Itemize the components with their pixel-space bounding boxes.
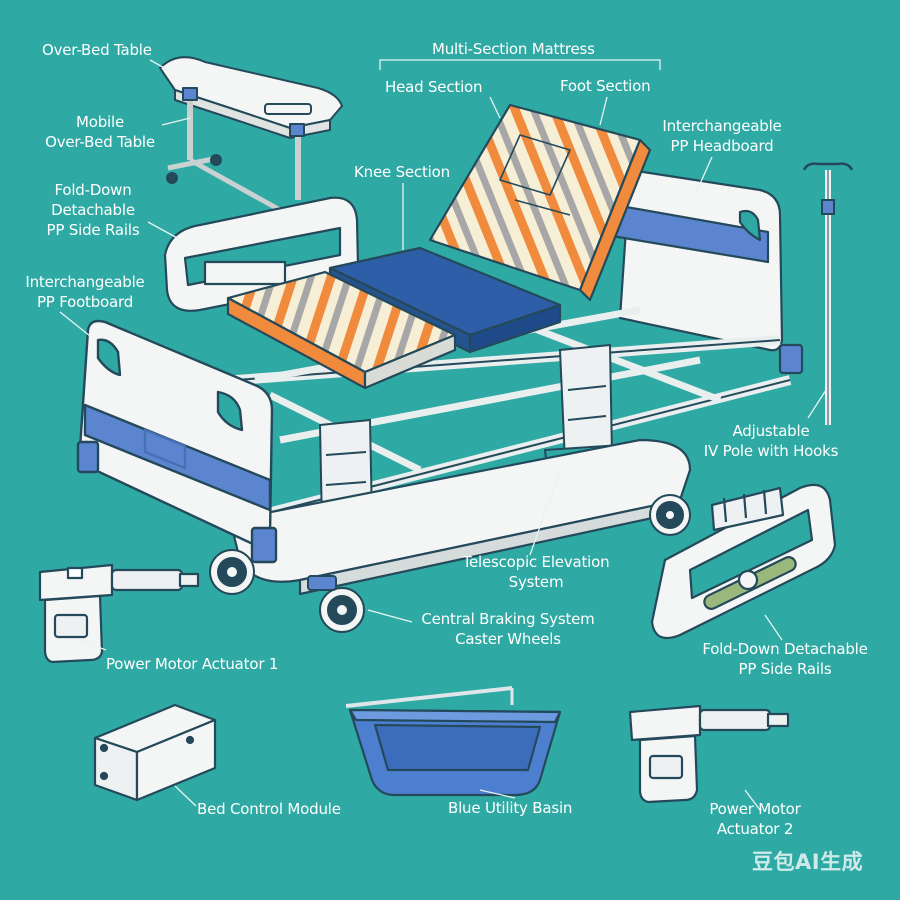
label-motor-actuator-1: Power Motor Actuator 1 — [106, 655, 279, 673]
label-fold-down-side-rails-left: Fold-Down Detachable PP Side Rails — [34, 180, 152, 240]
motor-actuator-1-icon — [38, 563, 200, 664]
mattress-head-section-icon — [428, 103, 652, 302]
label-line: Telescopic Elevation — [462, 553, 610, 571]
label-knee-section: Knee Section — [354, 163, 450, 181]
label-line: PP Side Rails — [738, 660, 832, 678]
leader-lines — [59, 59, 827, 811]
iv-pole-icon — [802, 162, 854, 425]
label-line: PP Headboard — [670, 137, 774, 155]
watermark: 豆包AI生成 — [752, 850, 864, 874]
label-line: Interchangeable — [662, 117, 782, 135]
label-line: Interchangeable — [25, 273, 145, 291]
label-line: Power Motor — [709, 800, 801, 818]
headboard-icon — [610, 168, 804, 375]
label-line: Adjustable — [732, 422, 810, 440]
label-iv-pole: Adjustable IV Pole with Hooks — [694, 421, 848, 461]
label-line: System — [508, 573, 564, 591]
label-bed-control-module: Bed Control Module — [197, 800, 341, 818]
label-blue-utility-basin: Blue Utility Basin — [448, 799, 573, 817]
footboard-icon — [76, 319, 278, 564]
label-line: Detachable — [51, 201, 135, 219]
label-line: Central Braking System — [421, 610, 595, 628]
label-multi-section-mattress: Multi-Section Mattress — [432, 40, 595, 58]
label-line: Caster Wheels — [455, 630, 561, 648]
label-over-bed-table: Over-Bed Table — [42, 41, 152, 59]
label-pp-footboard: Interchangeable PP Footboard — [18, 272, 152, 312]
label-line: Fold-Down Detachable — [702, 640, 868, 658]
detached-side-rail-icon — [650, 483, 837, 640]
control-module-icon — [93, 703, 217, 802]
label-pp-headboard: Interchangeable PP Headboard — [652, 116, 792, 156]
caster-wheel-icon — [209, 494, 691, 633]
label-fold-down-side-rails-right: Fold-Down Detachable PP Side Rails — [692, 639, 878, 679]
motor-actuator-2-icon — [628, 704, 790, 804]
utility-basin-icon — [345, 686, 562, 797]
label-head-section: Head Section — [385, 78, 483, 96]
label-mobile-over-bed-table: Mobile Over-Bed Table — [40, 112, 160, 152]
label-foot-section: Foot Section — [560, 77, 651, 95]
label-line: Actuator 2 — [716, 820, 794, 838]
label-line: PP Footboard — [36, 293, 134, 311]
label-central-braking: Central Braking System Caster Wheels — [412, 609, 604, 649]
label-line: Fold-Down — [54, 181, 132, 199]
label-motor-actuator-2: Power Motor Actuator 2 — [690, 799, 820, 839]
label-line: Mobile — [75, 113, 124, 131]
mattress-foot-section-icon — [226, 270, 457, 390]
label-line: PP Side Rails — [46, 221, 140, 239]
over-bed-table-icon — [159, 56, 343, 213]
label-line: Over-Bed Table — [45, 133, 155, 151]
label-telescopic-elevation: Telescopic Elevation System — [450, 552, 622, 592]
label-line: IV Pole with Hooks — [703, 442, 839, 460]
